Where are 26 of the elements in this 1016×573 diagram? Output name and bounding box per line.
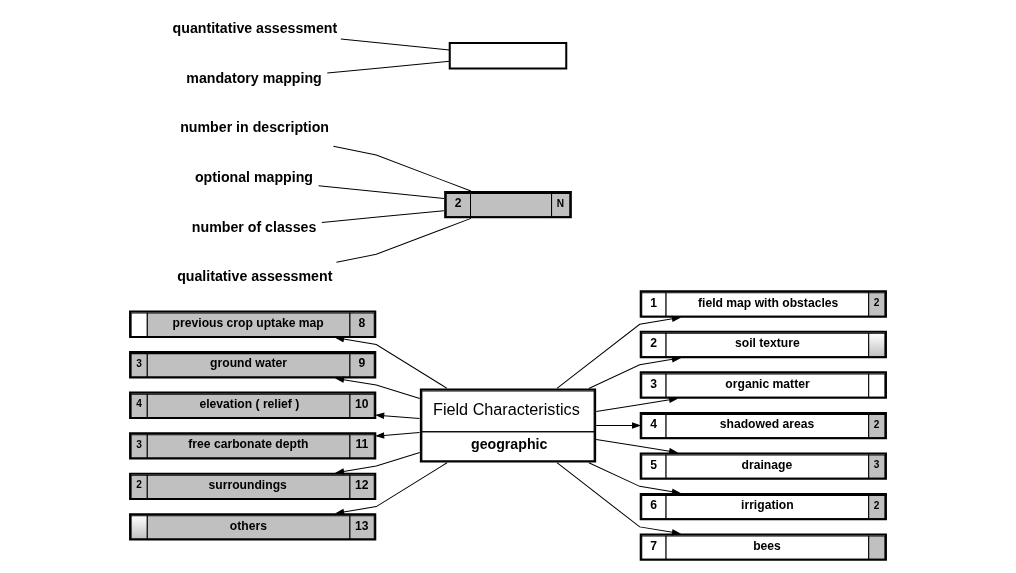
connector [326,60,451,74]
node-box [448,42,568,70]
node-text: number in description [180,119,330,136]
connector [321,210,445,223]
arrow [595,439,679,455]
arrow [375,432,421,439]
arrow [375,412,421,420]
arrow [595,396,679,413]
arrow [334,336,448,389]
connector [340,38,450,51]
connector [332,145,472,192]
arrow [588,462,682,495]
connector [318,185,445,199]
arrow [334,376,421,400]
node-text: optional mapping [194,169,314,186]
arrow [556,462,682,536]
node-text: qualitative assessment [177,268,333,285]
node-text: quantitative assessment [172,20,338,37]
node-text: number of classes [191,218,317,235]
connector [335,217,472,263]
node-text: mandatory mapping [186,69,322,86]
arrow [595,422,642,429]
arrow [334,452,421,475]
arrow [334,462,448,516]
arrow [556,315,682,389]
arrow [588,356,682,389]
